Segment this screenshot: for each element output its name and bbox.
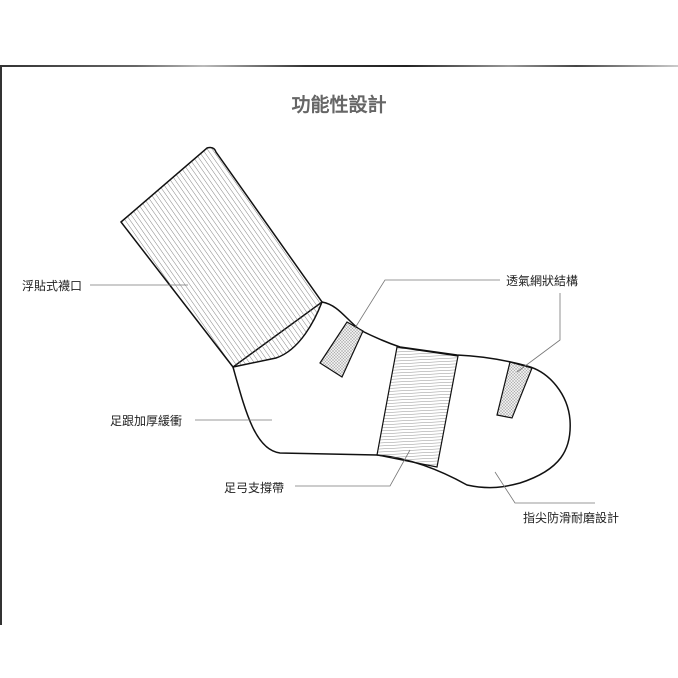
mesh-panel-instep (319, 321, 364, 378)
label-arch: 足弓支撐帶 (224, 481, 285, 495)
diagram-title: 功能性設計 (291, 94, 387, 116)
frame-left-border (0, 65, 2, 625)
arch-support-band (376, 346, 459, 468)
leader-lines (90, 279, 595, 504)
label-mesh: 透氣網狀結構 (506, 274, 579, 288)
frame-top-border (0, 65, 678, 67)
label-toe: 指尖防滑耐磨設計 (523, 511, 620, 525)
label-cuff: 浮貼式襪口 (22, 279, 83, 293)
sock-cuff-ribbed (119, 146, 323, 368)
label-heel: 足跟加厚緩衝 (110, 414, 183, 428)
